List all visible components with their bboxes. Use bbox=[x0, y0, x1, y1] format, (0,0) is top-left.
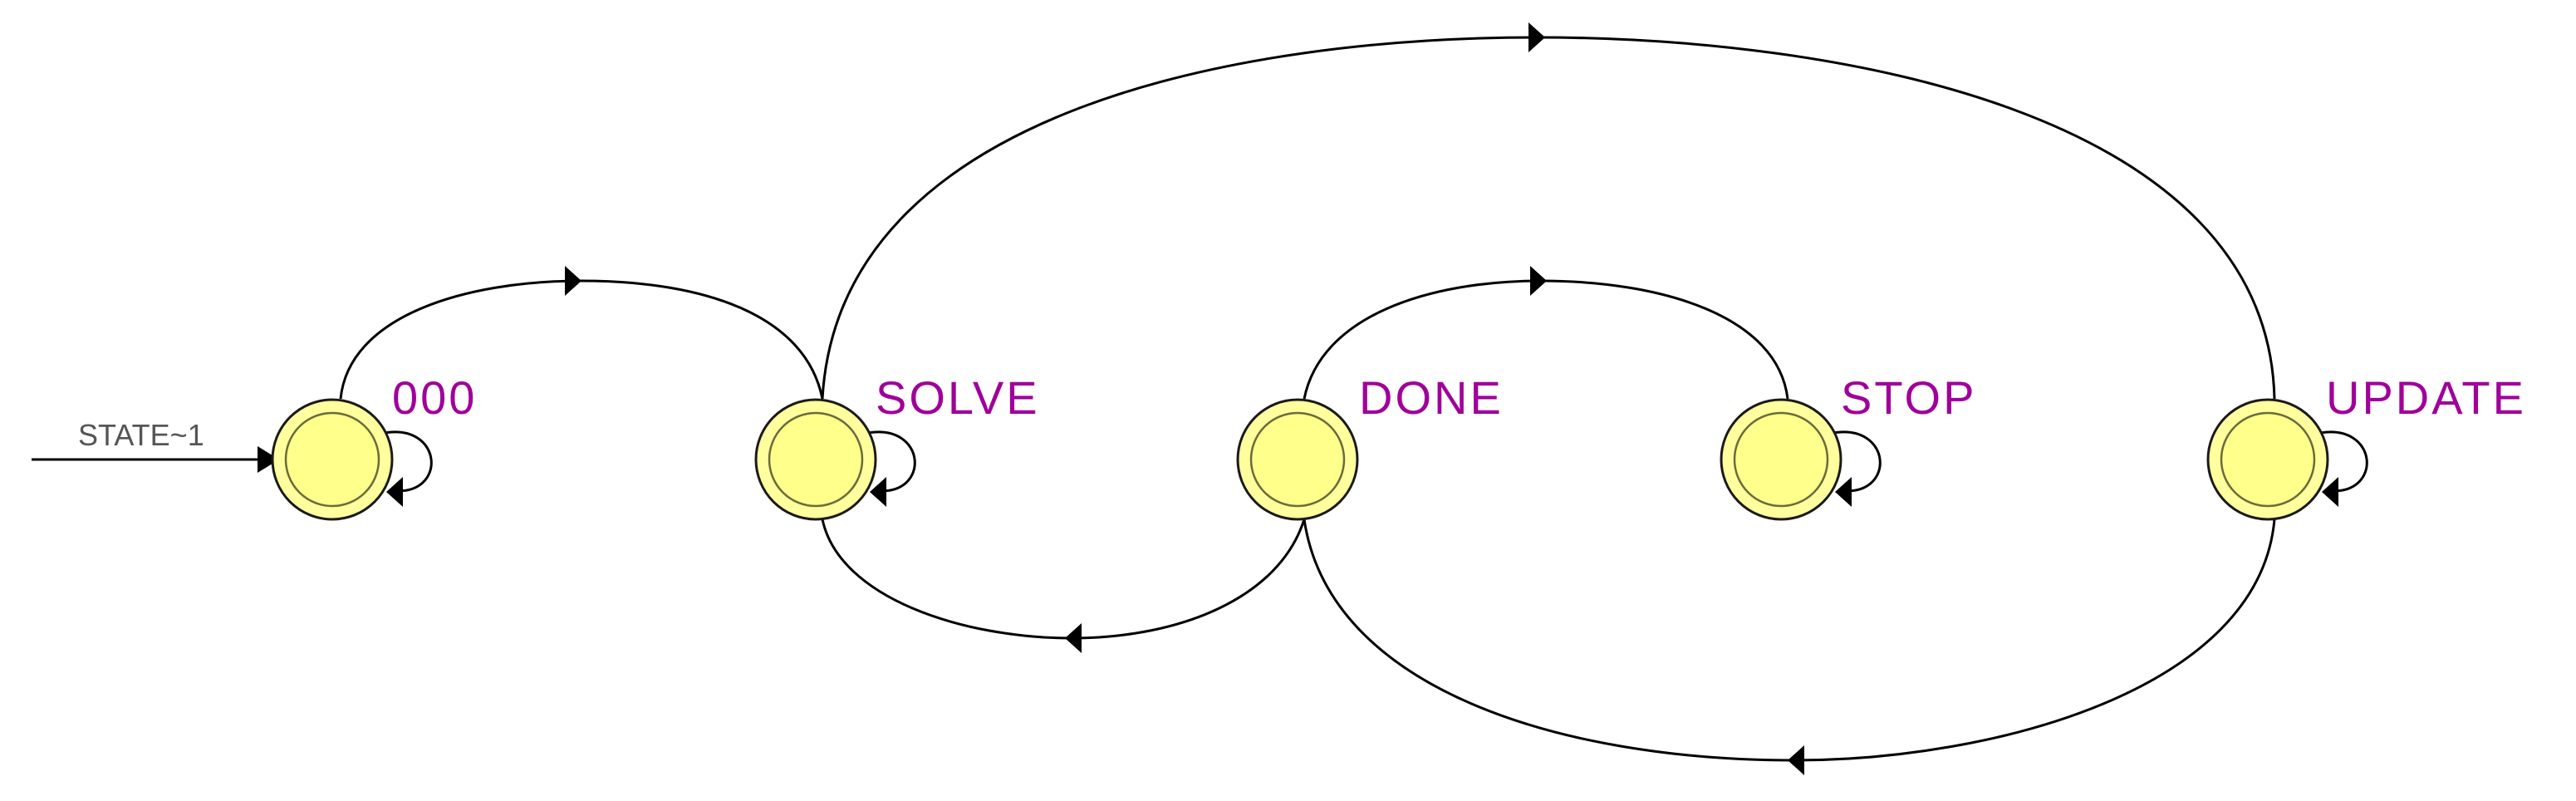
state-label-solve: SOLVE bbox=[876, 371, 1040, 424]
arrowhead-update-to-done bbox=[1788, 745, 1804, 775]
reset-arrowhead bbox=[258, 446, 279, 473]
state-stop-inner-ring bbox=[1733, 411, 1829, 508]
edge-done-to-solve bbox=[821, 518, 1306, 640]
self-loop-arrowhead-solve bbox=[870, 477, 886, 507]
edge-update-to-done bbox=[1303, 518, 2276, 762]
self-loop-000 bbox=[380, 430, 433, 493]
arrowhead-000-to-solve bbox=[565, 266, 581, 296]
self-loop-stop bbox=[1828, 430, 1882, 493]
state-solve[interactable] bbox=[754, 398, 877, 521]
self-loop-solve bbox=[863, 430, 916, 493]
state-done[interactable] bbox=[1236, 398, 1359, 521]
state-label-update: UPDATE bbox=[2326, 371, 2526, 424]
self-loop-update bbox=[2315, 430, 2368, 493]
self-loop-arrowhead-update bbox=[2322, 477, 2338, 507]
state-solve-inner-ring bbox=[768, 411, 864, 508]
self-loop-arrowhead-stop bbox=[1835, 477, 1852, 507]
arrowhead-done-to-stop bbox=[1530, 266, 1547, 296]
state-000-inner-ring bbox=[284, 411, 380, 508]
state-000[interactable] bbox=[271, 398, 394, 521]
state-label-000: 000 bbox=[392, 371, 477, 424]
arrowhead-solve-to-update bbox=[1528, 22, 1545, 52]
state-update[interactable] bbox=[2206, 398, 2329, 521]
state-stop[interactable] bbox=[1720, 398, 1842, 521]
arrowhead-done-to-solve bbox=[1065, 623, 1082, 653]
state-update-inner-ring bbox=[2220, 411, 2316, 508]
state-label-stop: STOP bbox=[1841, 371, 1976, 424]
edge-solve-to-update bbox=[821, 36, 2276, 400]
state-label-done: DONE bbox=[1359, 371, 1504, 424]
reset-label: STATE~1 bbox=[78, 418, 204, 452]
state-done-inner-ring bbox=[1249, 411, 1346, 508]
self-loop-arrowhead-000 bbox=[386, 477, 403, 507]
